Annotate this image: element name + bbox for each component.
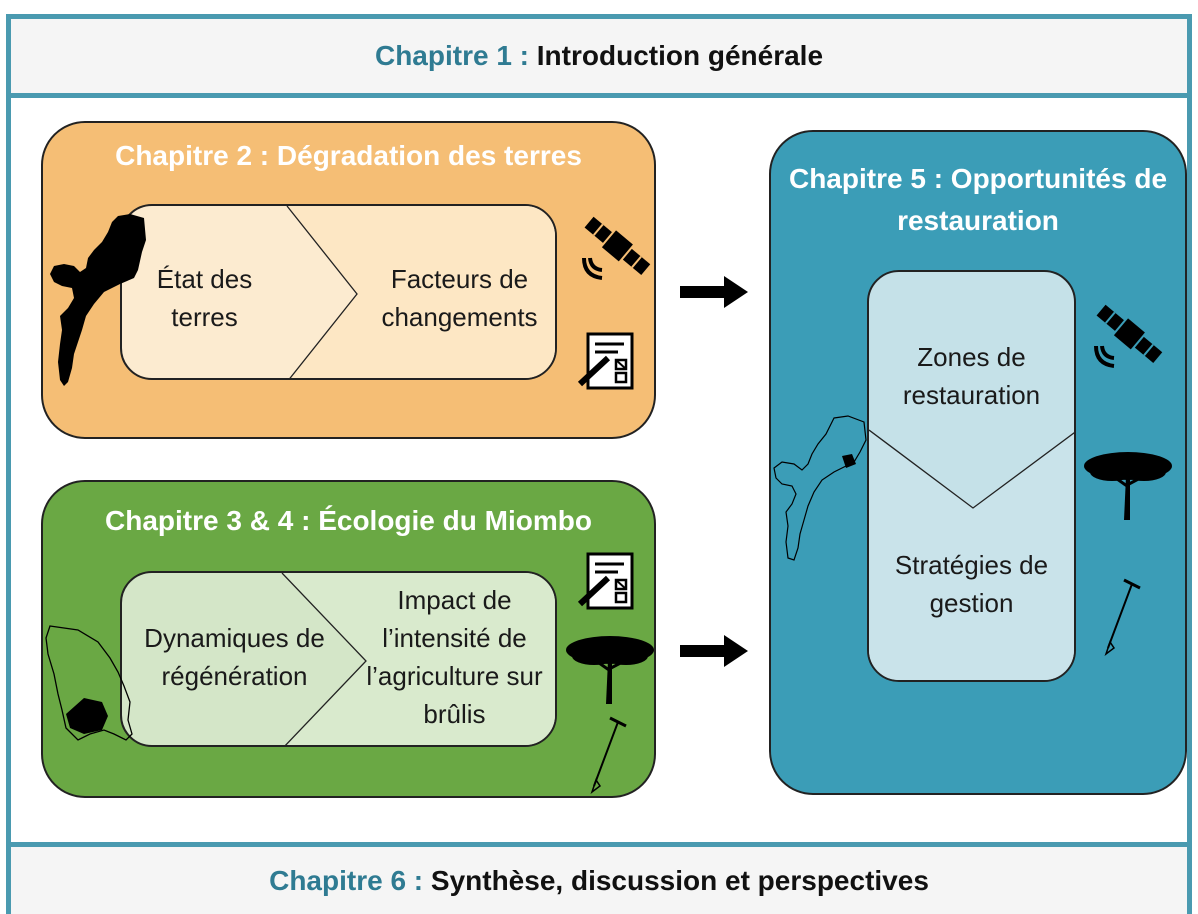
arrow-right-icon: [680, 276, 748, 308]
mozambique-map-icon: [50, 214, 146, 386]
tree-icon: [566, 636, 654, 704]
chapter-3-4-title: Chapitre 3 & 4 : Écologie du Miombo: [105, 505, 592, 536]
mozambique-map-icon: [45, 625, 133, 741]
chapter-2-chevron-divider: [286, 206, 555, 378]
arrow-right-icon: [680, 635, 748, 667]
satellite-icon: [582, 216, 651, 280]
regeneration-dynamics-label: Dynamiques de régénération: [144, 623, 325, 691]
survey-form-icon: [578, 332, 634, 390]
land-state-label: État des terres: [156, 264, 253, 332]
header-chapter-label: Chapitre 1 :: [374, 40, 529, 71]
chapter-2-title: Chapitre 2 : Dégradation des terres: [115, 140, 582, 171]
change-factors-label: Facteurs de changements: [381, 264, 538, 332]
mozambique-map-icon: [773, 415, 867, 561]
header-title: Introduction générale: [536, 40, 824, 71]
soil-auger-icon: [1104, 578, 1141, 656]
footer-title: Synthèse, discussion et perspectives: [430, 864, 929, 896]
footer-band: Chapitre 6 : Synthèse, discussion et per…: [6, 842, 1192, 914]
satellite-icon: [1094, 304, 1163, 368]
tree-icon: [1084, 452, 1172, 520]
survey-form-icon: [578, 552, 634, 610]
footer-chapter-label: Chapitre 6 :: [269, 864, 424, 896]
restoration-zones-label: Zones de restauration: [902, 342, 1041, 410]
diagram-frame: [6, 14, 1192, 914]
chapter-5-title: Chapitre 5 : Opportunités de restauratio…: [788, 163, 1168, 236]
chapter-2-inner-box: État des terres Facteurs de changements: [120, 204, 557, 380]
slash-burn-impact-label: Impact de l’intensité de l’agriculture s…: [366, 585, 543, 729]
header-band: Chapitre 1 : Introduction générale: [6, 14, 1192, 98]
management-strategies-label: Stratégies de gestion: [894, 550, 1049, 618]
chapter-3-4-inner-box: Dynamiques de régénération Impact de l’i…: [120, 571, 557, 747]
chapter-5-inner-box: Zones de restauration Stratégies de gest…: [867, 270, 1076, 682]
chapter-5-chevron-divider: [869, 429, 1074, 680]
soil-auger-icon: [590, 716, 627, 794]
chapter-3-4-chevron-divider: [281, 573, 555, 745]
